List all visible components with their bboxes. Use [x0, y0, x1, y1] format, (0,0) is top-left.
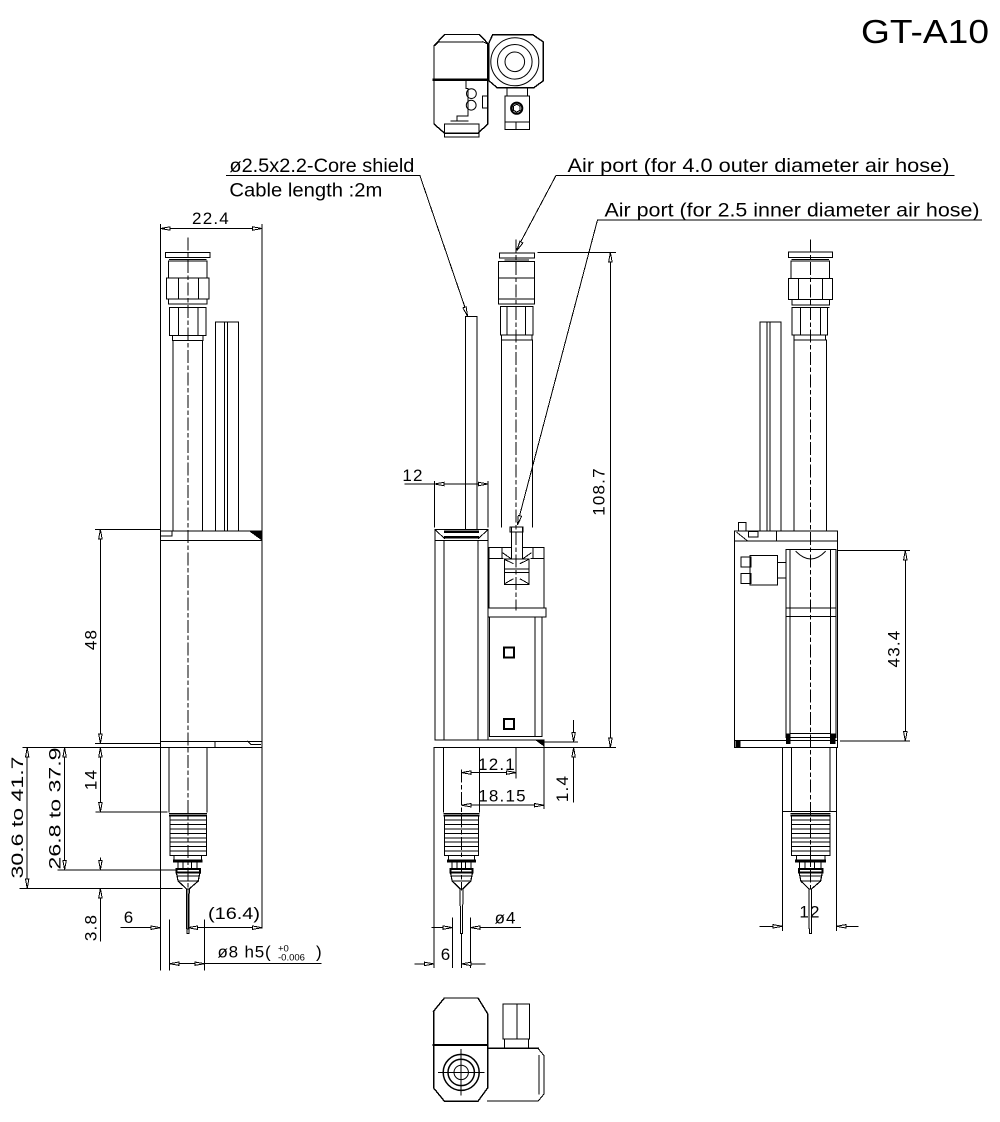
svg-text:26.8 to 37.9: 26.8 to 37.9 — [46, 748, 65, 870]
svg-text:12: 12 — [799, 903, 820, 922]
svg-text:ø2.5x2.2-Core shield: ø2.5x2.2-Core shield — [229, 155, 414, 177]
svg-text:-0.006: -0.006 — [278, 953, 305, 964]
svg-text:(16.4): (16.4) — [208, 904, 260, 923]
svg-text:Air port (for 4.0 outer diamet: Air port (for 4.0 outer diameter air hos… — [568, 155, 950, 177]
svg-text:22.4: 22.4 — [192, 209, 230, 228]
svg-text:Cable length :2m: Cable length :2m — [229, 179, 382, 201]
svg-text:48: 48 — [81, 629, 100, 650]
svg-text:6: 6 — [124, 908, 133, 927]
svg-text:3.8: 3.8 — [81, 914, 100, 941]
svg-text:12.1: 12.1 — [478, 755, 516, 774]
svg-text:14: 14 — [81, 769, 100, 790]
svg-text:43.4: 43.4 — [885, 630, 904, 668]
svg-text:GT-A10: GT-A10 — [861, 13, 989, 50]
svg-text:30.6 to 41.7: 30.6 to 41.7 — [8, 757, 27, 879]
svg-text:): ) — [316, 943, 322, 962]
svg-text:Air port (for 2.5 inner diamet: Air port (for 2.5 inner diameter air hos… — [605, 199, 980, 221]
svg-text:108.7: 108.7 — [590, 467, 609, 516]
svg-text:6: 6 — [441, 945, 450, 964]
svg-text:12: 12 — [402, 466, 423, 485]
svg-text:1.4: 1.4 — [553, 775, 572, 802]
svg-text:ø4: ø4 — [495, 909, 517, 928]
svg-text:18.15: 18.15 — [478, 787, 527, 806]
svg-text:+0: +0 — [278, 944, 289, 955]
svg-text:ø8 h5(: ø8 h5( — [218, 943, 272, 962]
